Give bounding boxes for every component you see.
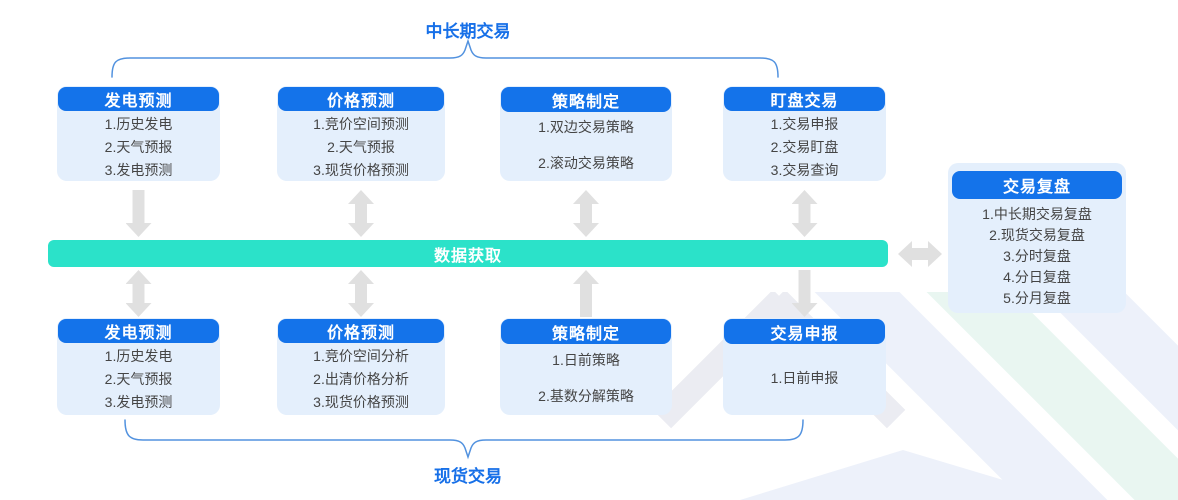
bottom-card-3-items: 1.日前策略 2.基数分解策略 bbox=[500, 344, 672, 415]
top-card-2: 价格预测 1.竞价空间预测 2.天气预报 3.现货价格预测 bbox=[277, 86, 445, 181]
bottom-card-1-item-3: 3.发电预测 bbox=[104, 394, 173, 410]
top-card-4-item-2: 2.交易盯盘 bbox=[770, 139, 839, 155]
bottom-card-4: 交易申报 1.日前申报 bbox=[723, 318, 886, 415]
trade-review-card-title: 交易复盘 bbox=[952, 171, 1122, 199]
top-card-2-item-1: 1.竞价空间预测 bbox=[313, 116, 409, 132]
bottom-bracket-line bbox=[124, 419, 804, 460]
top-card-3-item-2: 2.滚动交易策略 bbox=[538, 155, 634, 171]
top-card-1-item-2: 2.天气预报 bbox=[104, 139, 173, 155]
trade-review-card-item-1: 1.中长期交易复盘 bbox=[982, 205, 1092, 222]
data-acquisition-bar: 数据获取 bbox=[48, 240, 888, 267]
top-card-3-title: 策略制定 bbox=[501, 87, 671, 112]
bottom-card-2-item-1: 1.竞价空间分析 bbox=[313, 348, 409, 364]
bottom-card-4-items: 1.日前申报 bbox=[723, 344, 886, 415]
top-card-2-item-3: 3.现货价格预测 bbox=[313, 162, 409, 178]
trade-review-card-item-5: 5.分月复盘 bbox=[1003, 289, 1071, 306]
bottom-card-2-title: 价格预测 bbox=[278, 319, 444, 343]
bottom-card-1-items: 1.历史发电 2.天气预报 3.发电预测 bbox=[57, 343, 220, 418]
top-card-4: 盯盘交易 1.交易申报 2.交易盯盘 3.交易查询 bbox=[723, 86, 886, 181]
bottom-card-3: 策略制定 1.日前策略 2.基数分解策略 bbox=[500, 318, 672, 415]
top-card-1-title: 发电预测 bbox=[58, 87, 219, 111]
top-bracket-line bbox=[111, 38, 779, 78]
bottom-card-2: 价格预测 1.竞价空间分析 2.出清价格分析 3.现货价格预测 bbox=[277, 318, 445, 415]
bottom-card-2-item-2: 2.出清价格分析 bbox=[313, 371, 409, 387]
top-card-1-item-1: 1.历史发电 bbox=[104, 116, 173, 132]
top-card-3-items: 1.双边交易策略 2.滚动交易策略 bbox=[500, 112, 672, 181]
top-card-2-item-2: 2.天气预报 bbox=[327, 139, 395, 155]
trade-review-card-item-3: 3.分时复盘 bbox=[1003, 247, 1071, 264]
bottom-card-1-title: 发电预测 bbox=[58, 319, 219, 343]
top-card-4-items: 1.交易申报 2.交易盯盘 3.交易查询 bbox=[723, 111, 886, 186]
bottom-card-2-item-3: 3.现货价格预测 bbox=[313, 394, 409, 410]
top-card-3-item-1: 1.双边交易策略 bbox=[538, 119, 634, 135]
bottom-card-1: 发电预测 1.历史发电 2.天气预报 3.发电预测 bbox=[57, 318, 220, 415]
data-acquisition-label: 数据获取 bbox=[433, 247, 502, 265]
top-card-4-item-1: 1.交易申报 bbox=[770, 116, 839, 132]
bottom-card-1-item-2: 2.天气预报 bbox=[104, 371, 173, 387]
top-card-4-item-3: 3.交易查询 bbox=[770, 162, 839, 178]
background-decoration bbox=[640, 292, 1178, 500]
top-card-4-title: 盯盘交易 bbox=[724, 87, 885, 111]
trade-review-card: 交易复盘 1.中长期交易复盘 2.现货交易复盘 3.分时复盘 4.分日复盘 5.分月复盘 bbox=[948, 163, 1126, 313]
top-bracket-label: 中长期交易 bbox=[425, 22, 511, 41]
bottom-card-4-title: 交易申报 bbox=[724, 319, 885, 344]
trade-review-card-items: 1.中长期交易复盘 2.现货交易复盘 3.分时复盘 4.分日复盘 5.分月复盘 bbox=[948, 199, 1126, 313]
trade-review-card-item-4: 4.分日复盘 bbox=[1003, 268, 1071, 285]
top-card-2-items: 1.竞价空间预测 2.天气预报 3.现货价格预测 bbox=[277, 111, 445, 186]
bottom-bracket-label: 现货交易 bbox=[434, 467, 502, 486]
top-card-1-item-3: 3.发电预测 bbox=[104, 162, 173, 178]
bottom-card-3-item-1: 1.日前策略 bbox=[552, 352, 620, 368]
top-card-1-items: 1.历史发电 2.天气预报 3.发电预测 bbox=[57, 111, 220, 186]
top-card-3: 策略制定 1.双边交易策略 2.滚动交易策略 bbox=[500, 86, 672, 181]
bottom-card-4-item-1: 1.日前申报 bbox=[770, 370, 839, 386]
bottom-card-3-title: 策略制定 bbox=[501, 319, 671, 344]
bottom-card-1-item-1: 1.历史发电 bbox=[104, 348, 173, 364]
bottom-card-3-item-2: 2.基数分解策略 bbox=[538, 388, 634, 404]
top-card-2-title: 价格预测 bbox=[278, 87, 444, 111]
top-card-1: 发电预测 1.历史发电 2.天气预报 3.发电预测 bbox=[57, 86, 220, 181]
trade-review-card-item-2: 2.现货交易复盘 bbox=[989, 226, 1085, 243]
bottom-card-2-items: 1.竞价空间分析 2.出清价格分析 3.现货价格预测 bbox=[277, 343, 445, 418]
